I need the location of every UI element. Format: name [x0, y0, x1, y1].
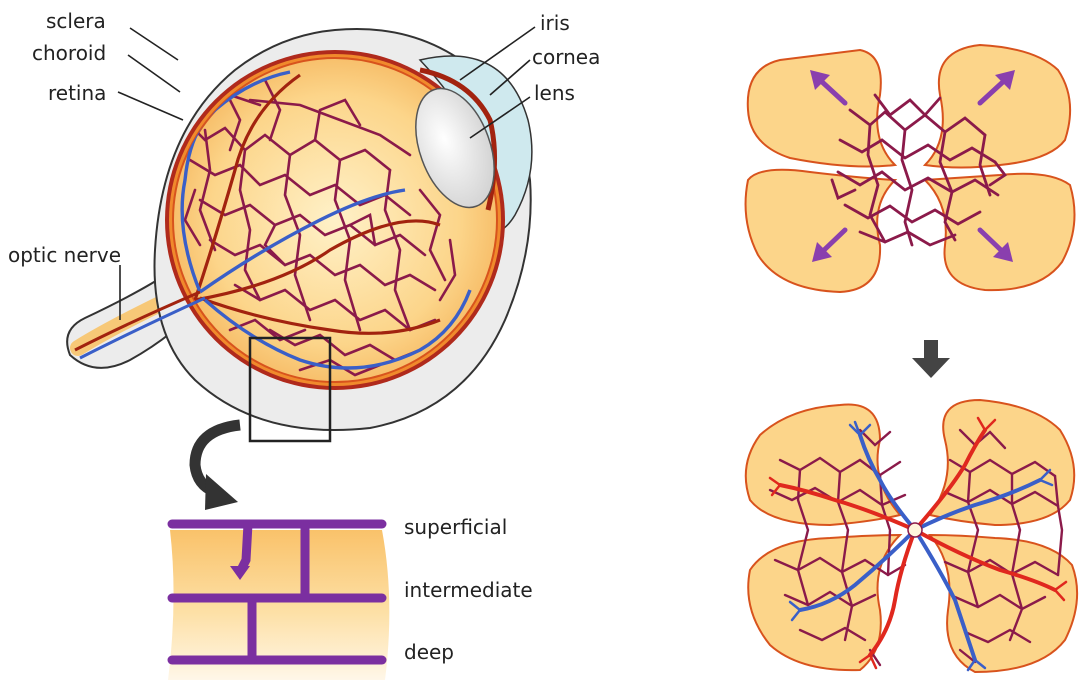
label-cornea: cornea — [532, 45, 600, 69]
label-choroid: choroid — [32, 41, 106, 65]
label-optic-nerve: optic nerve — [8, 243, 121, 267]
label-sclera: sclera — [46, 9, 106, 33]
optic-disc — [908, 523, 922, 537]
flatmount-petal — [748, 50, 895, 166]
label-intermediate: intermediate — [404, 578, 533, 602]
label-superficial: superficial — [404, 515, 507, 539]
flatmount-petal — [925, 174, 1075, 290]
flatmount-petal — [930, 535, 1077, 672]
vascular-layers-inset — [168, 524, 389, 680]
flatmount-mature — [746, 400, 1077, 672]
flatmount-petal — [746, 404, 900, 525]
flatmount-petal — [746, 170, 895, 292]
label-iris: iris — [540, 11, 570, 35]
label-retina: retina — [48, 81, 106, 105]
progression-arrow — [912, 340, 950, 378]
zoom-arrow — [195, 425, 240, 510]
label-deep: deep — [404, 640, 454, 664]
flatmount-early — [746, 45, 1075, 292]
flatmount-petal — [930, 400, 1074, 525]
flatmount-petal — [925, 45, 1070, 168]
eye-cross-section — [67, 29, 532, 441]
label-lens: lens — [534, 81, 575, 105]
